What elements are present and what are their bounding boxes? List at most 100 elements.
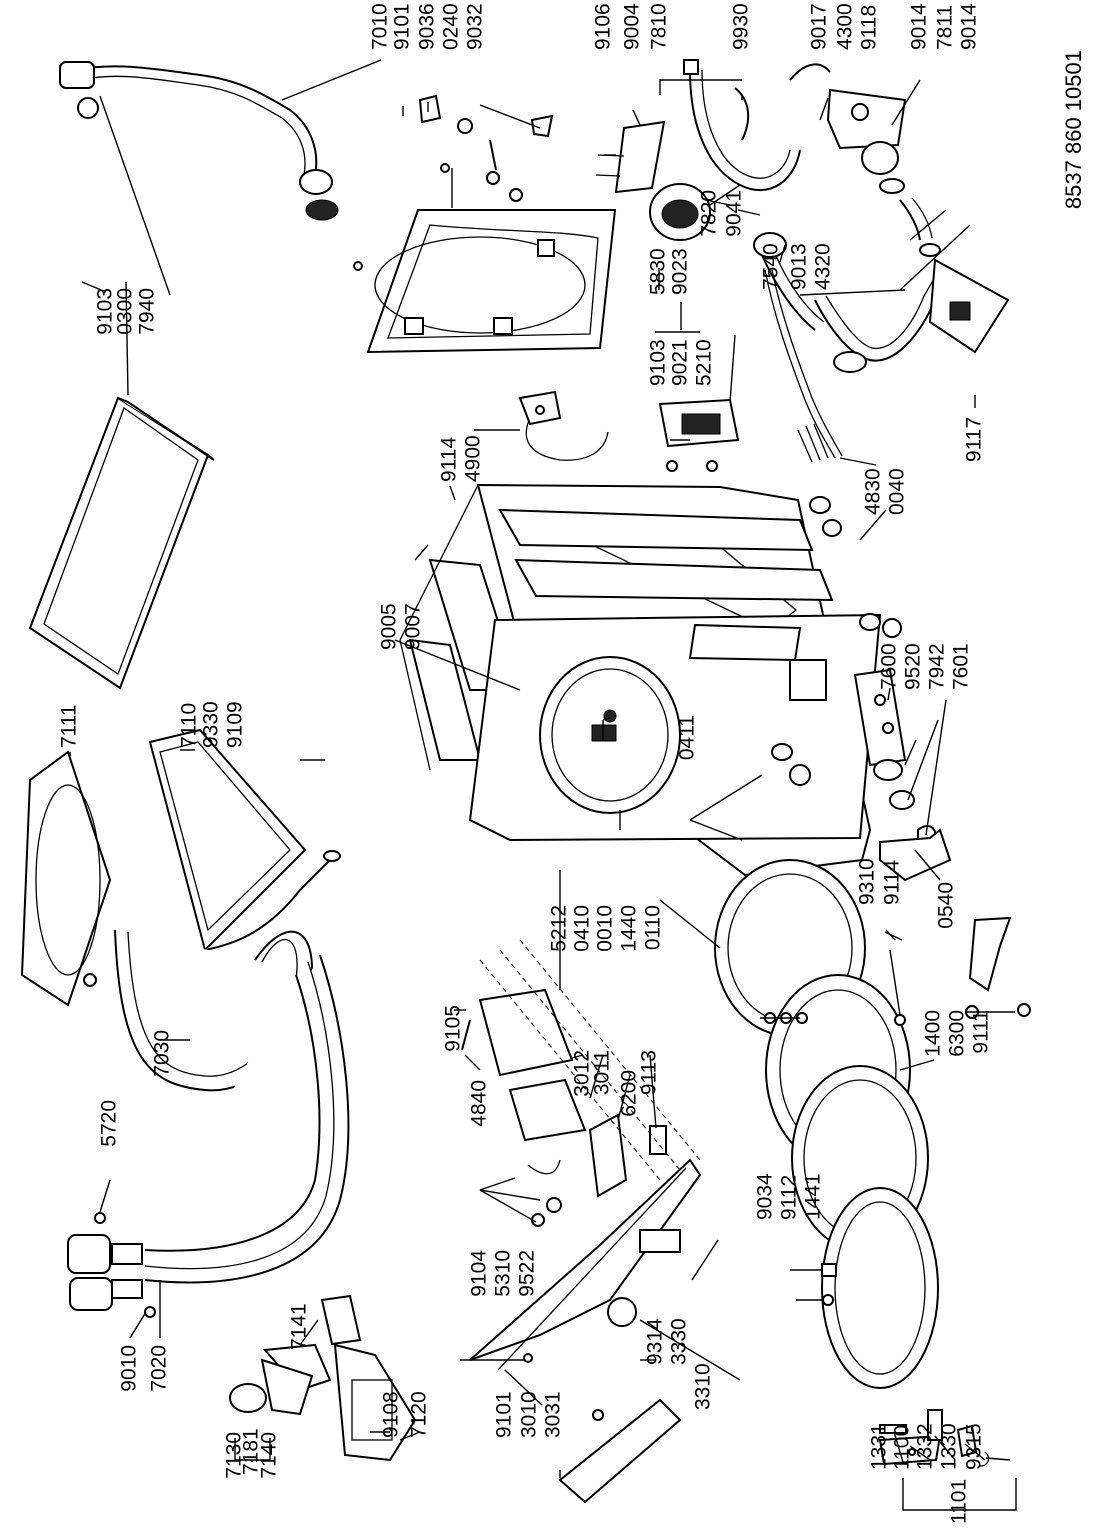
- label-0411: 0411: [676, 715, 699, 760]
- label-3011: 3011: [591, 1050, 614, 1095]
- label-9013: 9013: [788, 243, 811, 290]
- label-3012: 3012: [571, 1050, 594, 1097]
- label-7030: 7030: [151, 1030, 174, 1077]
- label-7811: 7811: [934, 5, 957, 50]
- label-3310: 3310: [692, 1363, 715, 1410]
- top-cover-0300: [28, 396, 215, 690]
- label-7130: 7130: [223, 1432, 246, 1479]
- label-9117: 9117: [963, 417, 986, 462]
- inlet-valve-5720: [67, 1212, 156, 1318]
- label-1100: 1100: [891, 1425, 914, 1470]
- label-7600: 7600: [878, 643, 901, 690]
- part-labels: 7010 9101 9036 0240 9032 9106 9004 7810 …: [58, 3, 1086, 1524]
- label-9010: 9010: [118, 1345, 141, 1392]
- label-9118: 9118: [858, 5, 881, 50]
- label-4830: 4830: [862, 468, 885, 515]
- label-4300: 4300: [834, 3, 857, 50]
- front-panel-0010: [468, 613, 882, 842]
- hose-7810: [683, 59, 801, 191]
- label-6300: 6300: [946, 1010, 969, 1057]
- heater-7540: [737, 209, 825, 331]
- label-9023: 9023: [669, 248, 692, 295]
- label-9017: 9017: [808, 3, 831, 50]
- label-7181: 7181: [240, 1428, 263, 1475]
- inlet-hose-7010: [59, 61, 339, 221]
- label-9108: 9108: [380, 1391, 403, 1438]
- label-9104: 9104: [468, 1250, 491, 1297]
- label-9330: 9330: [200, 701, 223, 748]
- rear-hardware: [353, 94, 554, 271]
- label-7820: 7820: [698, 190, 721, 237]
- label-6200: 6200: [618, 1070, 641, 1117]
- electronics-5212-3012: [461, 939, 701, 1227]
- control-panel-3010: [469, 1158, 702, 1504]
- label-9032: 9032: [464, 3, 487, 50]
- hose-7811: [899, 197, 941, 257]
- label-5310: 5310: [492, 1250, 515, 1297]
- label-5720: 5720: [98, 1100, 121, 1147]
- label-9310: 9310: [856, 858, 879, 905]
- label-4840: 4840: [468, 1080, 491, 1127]
- label-1331: 1331: [868, 1423, 891, 1470]
- label-9041: 9041: [723, 190, 746, 237]
- bracket-9004: [595, 120, 666, 194]
- wiring-harness-4830: [764, 269, 843, 463]
- label-7540: 7540: [760, 243, 783, 290]
- control-module-5210: [658, 398, 740, 472]
- label-0410: 0410: [571, 905, 594, 952]
- label-9101: 9101: [391, 3, 414, 50]
- label-0010: 0010: [594, 905, 617, 952]
- label-7020: 7020: [148, 1345, 171, 1392]
- label-9021: 9021: [669, 339, 692, 386]
- label-9112: 9112: [778, 1175, 801, 1220]
- label-7010: 7010: [369, 3, 392, 50]
- label-7940: 7940: [136, 288, 159, 335]
- door-frame-1441: [821, 1187, 939, 1389]
- detergent-drawer-7120: [229, 1294, 417, 1462]
- label-7111: 7111: [58, 704, 81, 748]
- label-3010: 3010: [518, 1391, 541, 1438]
- label-9522: 9522: [516, 1250, 539, 1297]
- label-9106: 9106: [592, 3, 615, 50]
- label-1440: 1440: [618, 905, 641, 952]
- label-7120: 7120: [408, 1391, 431, 1438]
- label-9036: 9036: [416, 3, 439, 50]
- label-1330: 1330: [938, 1423, 961, 1470]
- label-9034: 9034: [754, 1173, 777, 1220]
- label-0540: 0540: [935, 882, 958, 929]
- label-1441: 1441: [802, 1173, 825, 1220]
- label-7942: 7942: [926, 643, 949, 690]
- label-4320: 4320: [812, 243, 835, 290]
- label-7810: 7810: [648, 3, 671, 50]
- label-9315: 9315: [963, 1423, 986, 1470]
- label-9105: 9105: [442, 1005, 465, 1052]
- leader-lines: [69, 59, 1017, 1511]
- label-1332: 1332: [914, 1423, 937, 1470]
- label-9007: 9007: [402, 603, 425, 650]
- dispenser-lid-7111: [20, 750, 112, 1007]
- label-1400: 1400: [922, 1010, 945, 1057]
- label-9103: 9103: [647, 339, 670, 386]
- label-9014: 9014: [908, 3, 931, 50]
- document-number: 8537 860 10501: [1061, 50, 1086, 209]
- fill-hoses-7030-7020: [114, 929, 350, 1284]
- service-flap-0540: [879, 828, 952, 882]
- label-9111: 9111: [970, 1010, 993, 1054]
- label-9113: 9113: [638, 1050, 661, 1095]
- feet: [771, 519, 902, 786]
- label-9930: 9930: [730, 3, 753, 50]
- label-0300: 0300: [114, 288, 137, 335]
- label-9520: 9520: [902, 643, 925, 690]
- door-handle-6300: [884, 916, 1031, 1026]
- label-5210: 5210: [693, 339, 716, 386]
- label-1101: 1101: [948, 1479, 971, 1524]
- label-0040: 0040: [886, 468, 909, 515]
- dispenser-housing-7110: [148, 728, 341, 952]
- label-0110: 0110: [642, 905, 665, 950]
- label-9114: 9114: [438, 437, 461, 482]
- label-4900: 4900: [462, 435, 485, 482]
- label-9101: 9101: [493, 1391, 516, 1438]
- label-7141: 7141: [288, 1303, 311, 1350]
- label-7110: 7110: [178, 703, 201, 748]
